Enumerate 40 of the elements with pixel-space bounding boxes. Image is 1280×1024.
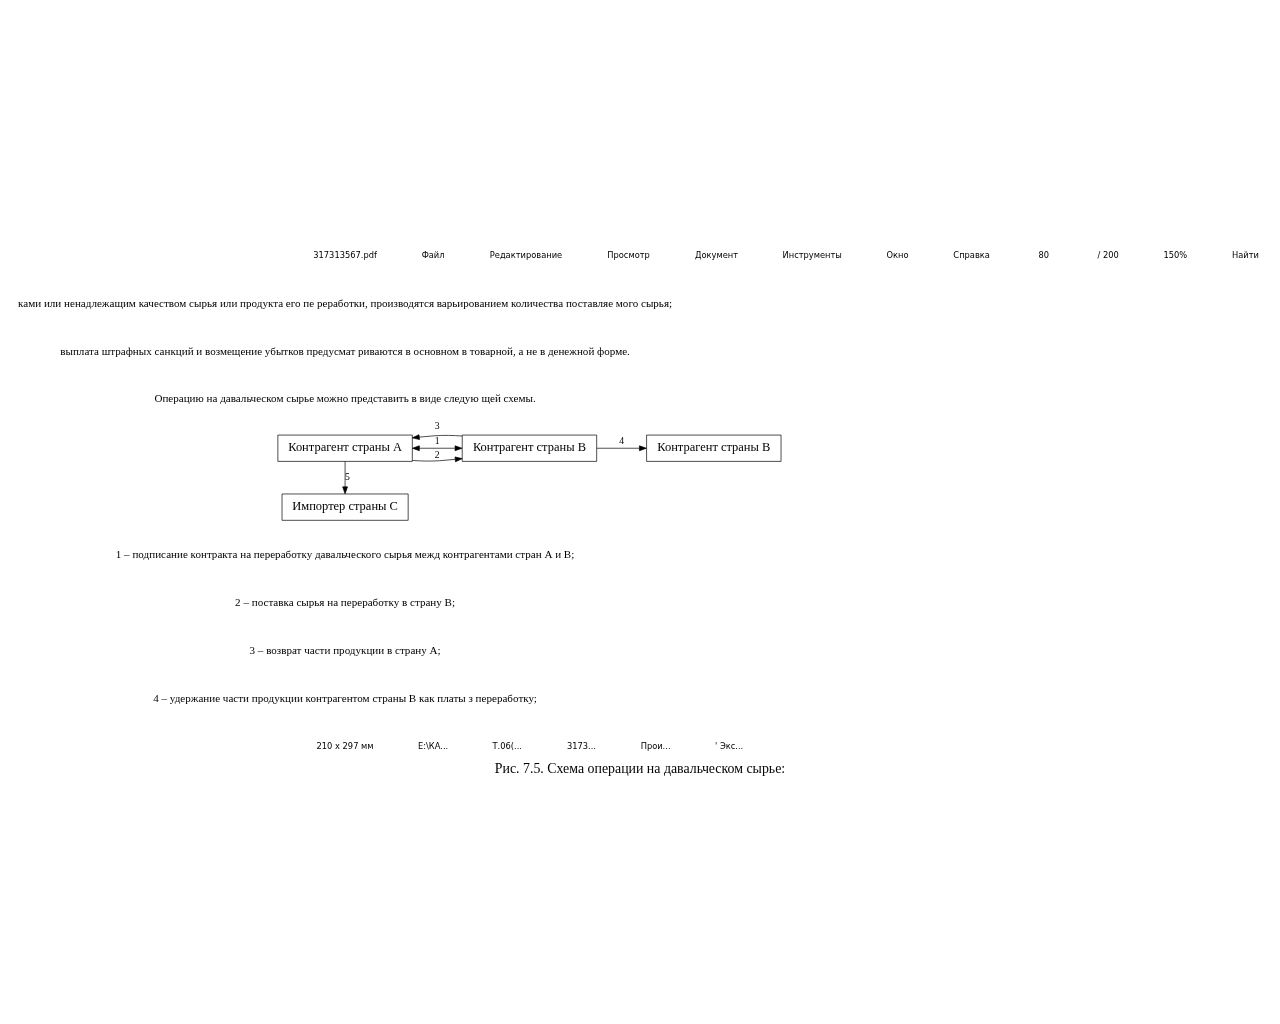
label: Редактирование — [489, 250, 563, 261]
edge-label: 4 — [619, 434, 625, 446]
label: 2 – поставка сырья на переработку в страну В; — [235, 596, 456, 609]
arrow — [412, 434, 463, 440]
node-box: Контрагент страны В — [646, 434, 782, 462]
edge-label: 5 — [345, 471, 350, 483]
label: 3173... — [566, 741, 596, 752]
label: Т.06(... — [492, 741, 522, 752]
label: Файл — [421, 250, 445, 261]
edge-label: 1 — [434, 434, 440, 446]
label: 4 – удержание части продукции контрагентом страны В как платы з переработку; — [153, 691, 537, 704]
caption: Рис. 7.5. Схема операции на давальческом сырье: — [494, 761, 786, 777]
arrow — [412, 456, 463, 463]
edge-label: 3 — [434, 419, 440, 431]
label: Документ — [695, 250, 739, 261]
label: Найти — [1231, 250, 1259, 261]
label: 3 – возврат части продукции в страну А; — [249, 643, 441, 656]
label: 210 x 297 мм — [316, 741, 374, 752]
label: Операцию на давальческом сырье можно представить в виде следую щей схемы. — [154, 392, 536, 405]
arrow — [342, 461, 348, 495]
label: / 200 — [1097, 250, 1119, 261]
label: Просмотр — [607, 250, 650, 261]
label: 317313567.pdf — [313, 250, 377, 261]
label: ками или ненадлежащим качеством сырья или продукта его пе реработки, производятся варьированием количества поставляе мого сырья; — [18, 296, 673, 309]
label: Прои... — [640, 741, 671, 752]
node-box: Импортер страны С — [281, 493, 409, 521]
label: Инструменты — [782, 250, 842, 261]
node-box: Контрагент страны В — [461, 434, 598, 462]
label: E:\КА... — [417, 741, 449, 752]
label: выплата штрафных санкций и возмещение убытков предусмат риваются в основном в товарной, а не в денежной форме. — [60, 344, 630, 357]
edge-label: 2 — [434, 449, 440, 461]
label: 80 — [1038, 250, 1050, 261]
node-box: Контрагент страны А — [277, 434, 413, 462]
label: Справка — [953, 250, 990, 261]
label: Окно — [886, 250, 909, 261]
label: ' Экс... — [714, 741, 744, 752]
arrow — [412, 445, 463, 451]
arrow — [596, 445, 647, 451]
label: 150% — [1163, 250, 1188, 261]
label: 1 – подписание контракта на переработку давальческого сырья межд контрагентами стран А и В; — [115, 548, 575, 561]
